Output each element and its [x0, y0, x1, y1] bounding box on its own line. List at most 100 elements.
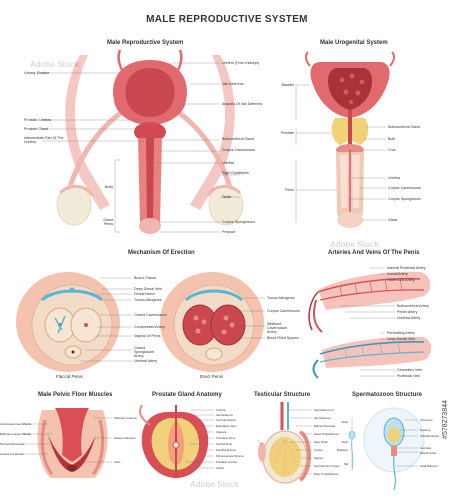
label-prostatic-urethra: Prostatic Urethra [24, 118, 51, 122]
label-neck: Neck [341, 440, 348, 444]
label-obturator-internus: Obturator Internus [114, 416, 137, 420]
label-capsule: Capsule [216, 430, 227, 434]
label-crus: Crus [388, 148, 396, 152]
label-urinary-bladder: Urinary Bladder [24, 71, 49, 75]
label-gluteus-maximus: Gluteus Maximus [114, 436, 136, 440]
label-body-of-epididymis: Body Of Epididymis [314, 472, 339, 476]
label-body: Body [104, 185, 113, 189]
label-testis: Testis [222, 195, 232, 199]
reproductive-title: Male Reproductive System [107, 40, 184, 46]
label-peripheral-zone: Peripheral Zone [216, 448, 236, 452]
label-dorsal-artery: Dorsal Artery [387, 272, 408, 276]
label-axial-filament: Axial Filament [420, 464, 438, 468]
label-deep-dorsal-vein-2: Deep Dorsal Vein [387, 337, 415, 341]
label-penis: Penis [285, 188, 294, 192]
label-ischiocavernosus: Ischiocavernosus Muscle [0, 422, 32, 426]
label-centriole: Centriole [420, 446, 432, 450]
label-efferent-ductules: Efferent Ductules [314, 424, 336, 428]
label-fibromuscular-stroma: Fibromuscular Stroma [216, 454, 244, 458]
label-ejaculatory-duct: Ejaculatory Duct [216, 424, 237, 428]
label-prostate-urethra: Urethra [216, 408, 226, 412]
label-intermediate-urethra: Intermediate Part Of The Urethra [24, 136, 64, 144]
label-ureters: Ureters (From Kidneys) [222, 61, 260, 65]
page-title: MALE REPRODUCTIVE SYSTEM [146, 14, 308, 25]
label-prostatic-urethra-2: Prostatic Urethra [216, 460, 237, 464]
label-midpiece: Midpiece [336, 448, 348, 452]
label-corpus-cavernosum: Corpus Cavernosum [222, 148, 255, 152]
watermark-text: Adobe Stock [330, 240, 379, 249]
label-levator-ani: Levator Ani Muscle [0, 452, 24, 456]
label-corpus-cavernosum-3: Corpus Cavernosum [267, 309, 300, 313]
label-prostate-vas-deferens: Vas Deferens [216, 413, 233, 417]
label-pudendal-vein: Pudendal Vein [397, 374, 421, 378]
arteries-title: Arteries And Veins Of The Penis [328, 250, 420, 256]
watermark-text: Adobe Stock [30, 60, 79, 69]
label-vaginal-of-penis: Vaginal Of Penis [134, 334, 161, 338]
label-penile-artery: Penile Artery [397, 310, 418, 314]
prostate-title: Prostate Gland Anatomy [152, 392, 222, 398]
label-septum: Septum [314, 456, 324, 460]
erect-caption: Erect Penis [200, 374, 224, 379]
label-lobule: Lobule [314, 448, 323, 452]
label-head: Head [341, 420, 348, 424]
label-nucleus: Nucleus [420, 428, 431, 432]
label-bulbospongiosus: Bulbospongiosus Muscle [0, 432, 31, 436]
label-bulbourethral-gland-2: Bulbourethral Gland [388, 125, 420, 129]
label-vas-deferens: Vas Deferens [222, 82, 244, 86]
label-testis-vas-deferens: Vas Deferens [314, 416, 331, 420]
label-perforating-artery: Perforating Artery [387, 331, 415, 335]
flaccid-caption: Flaccid Penis [56, 374, 83, 379]
label-compressed-artery: Compressed Artery [134, 325, 165, 329]
pelvic-title: Male Pelvic Floor Muscles [38, 392, 113, 398]
label-tunica-albuginea-2: Tunica Albuginea [267, 296, 295, 300]
label-prostate-gland: Prostate Gland [24, 127, 48, 131]
erection-title: Mechanism Of Erection [128, 250, 195, 256]
label-seminal-vesicle: Seminal Vesicle [216, 418, 236, 422]
label-closed-cavernosum: Closed Cavernosum [134, 313, 167, 317]
label-widened-cavernosum-artery: Widened Cavernosum Artery [267, 322, 288, 334]
label-utricle: Utricle [216, 466, 224, 470]
label-closed-spongiosum-artery: Closed Spongiosum Artery [134, 346, 154, 358]
label-acrosome: Acrosome [420, 418, 433, 422]
label-ampulla: Ampulla Of Vas Deferens [222, 102, 263, 106]
label-bulb: Bulb [388, 137, 396, 141]
label-seminiferous-tubule: Seminiferous Tubule [314, 464, 340, 468]
label-cavernous-artery: Cavernous Artery [387, 278, 415, 282]
label-bladder: Bladder [281, 83, 294, 87]
label-bulbourethral-gland: Bulbourethral Gland [222, 137, 254, 141]
label-central-zone: Central Zone [216, 442, 233, 446]
label-perineal-membrane: Perineal Membrane [0, 442, 25, 446]
watermark-id: #578273844 [442, 400, 449, 439]
sperm-title: Spermatozoon Structure [352, 392, 423, 398]
watermark-text: Adobe Stock [190, 480, 239, 489]
label-prepuce: Prepuce [222, 230, 236, 234]
label-right-epididymis: Right Epididymis [222, 171, 249, 175]
label-mitochondria: Mitochondria [420, 451, 437, 455]
label-bulbourethral-artery: Bulbourethral Artery [397, 304, 429, 308]
label-tail: Tail [343, 462, 348, 466]
label-cell-membrane: Cell Membrane [420, 434, 439, 438]
label-gland-penis: Gland Penis [103, 218, 113, 226]
testicular-title: Testicular Structure [254, 392, 311, 398]
label-bucks-fascia: Buck's Fascia [134, 276, 157, 280]
label-tunica-albuginea: Tunica Albuginea [134, 298, 162, 302]
label-transition-zone: Transition Zone [216, 436, 236, 440]
label-corpus-spongiosum-2: Corpus Spongiosum [388, 197, 421, 201]
label-deep-dorsal-vein: Deep Dorsal Vein [134, 287, 162, 291]
label-urethra-2: Urethra [388, 176, 400, 180]
label-anus: Anus [114, 460, 121, 464]
label-prostate: Prostate [280, 131, 294, 135]
label-internal-pudendal-artery: Internal Pudendal Artery [387, 266, 426, 270]
label-circumflex-vein: Circumflex Vein [397, 368, 422, 372]
label-head-of-epididymis: Head Of Epididymis [314, 432, 339, 436]
urogenital-title: Male Urogenital System [320, 40, 388, 46]
label-urethral-artery: Urethral Artery [134, 359, 158, 363]
